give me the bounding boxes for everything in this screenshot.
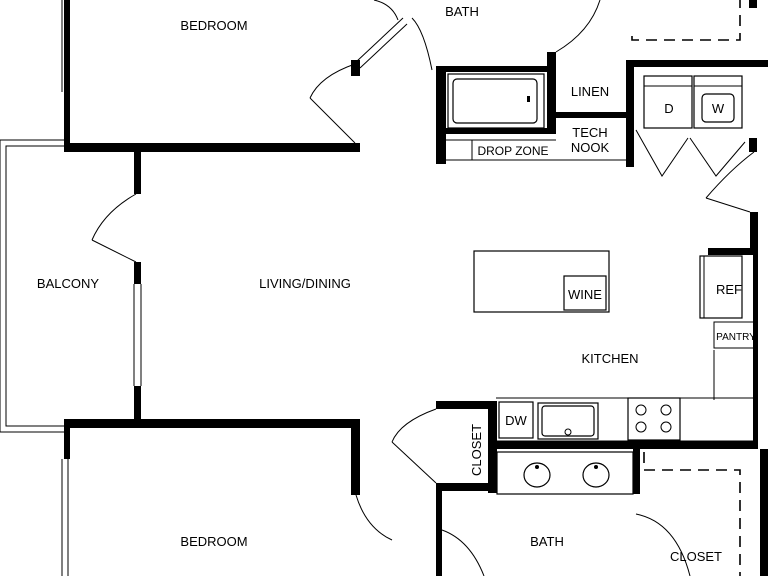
wall-segment bbox=[753, 248, 758, 448]
wall-segment bbox=[708, 248, 758, 255]
label-closet-bottom: CLOSET bbox=[670, 549, 722, 564]
wall-segment bbox=[64, 419, 360, 428]
wall-segment bbox=[64, 143, 360, 152]
walls bbox=[64, 0, 768, 576]
wall-segment bbox=[134, 152, 141, 194]
dishwasher bbox=[498, 401, 534, 439]
wall-segment bbox=[547, 112, 632, 118]
cooktop bbox=[627, 397, 681, 441]
refrigerator bbox=[699, 255, 743, 319]
wall-segment bbox=[633, 449, 640, 494]
kitchen-sink bbox=[537, 402, 599, 440]
wall-segment bbox=[134, 386, 141, 420]
wall-segment bbox=[436, 401, 497, 409]
wall-segment bbox=[64, 419, 70, 459]
wall-segment bbox=[749, 138, 757, 152]
drop-zone-cabinet bbox=[446, 139, 556, 161]
label-tech-nook-line1: TECH bbox=[572, 125, 607, 140]
wall-segment bbox=[351, 419, 360, 495]
kitchen-counter bbox=[496, 350, 753, 442]
label-bedroom-bottom: BEDROOM bbox=[180, 534, 247, 549]
label-balcony: BALCONY bbox=[37, 276, 99, 291]
label-bath-top: BATH bbox=[445, 4, 479, 19]
wall-segment bbox=[436, 491, 442, 576]
wall-segment bbox=[750, 212, 758, 250]
bathtub bbox=[447, 73, 545, 129]
label-drop-zone: DROP ZONE bbox=[477, 144, 548, 158]
wall-segment bbox=[626, 60, 768, 67]
kitchen-island bbox=[473, 250, 610, 313]
label-bedroom-top: BEDROOM bbox=[180, 18, 247, 33]
wall-segment bbox=[436, 483, 497, 491]
wall-segment bbox=[64, 0, 70, 152]
wall-segment bbox=[626, 60, 634, 167]
dryer bbox=[643, 75, 693, 129]
room-labels: BEDROOM BATH LINEN TECH NOOK DROP ZONE D… bbox=[37, 4, 756, 564]
washer bbox=[693, 75, 743, 129]
label-ref: REF bbox=[716, 282, 742, 297]
label-tech-nook-line2: NOOK bbox=[571, 140, 610, 155]
wall-segment bbox=[446, 128, 556, 134]
wall-segment bbox=[490, 441, 758, 449]
wall-segment bbox=[436, 66, 555, 72]
label-linen: LINEN bbox=[571, 84, 609, 99]
bath-vanity bbox=[496, 451, 634, 495]
wall-segment bbox=[134, 262, 141, 284]
dashed-closet-lines bbox=[631, 0, 741, 576]
label-wine: WINE bbox=[568, 287, 602, 302]
label-washer: W bbox=[712, 101, 725, 116]
wall-segment bbox=[749, 0, 757, 8]
wall-segment bbox=[351, 60, 360, 76]
windows bbox=[61, 0, 142, 576]
label-closet-vertical: CLOSET bbox=[469, 424, 484, 476]
wall-segment bbox=[547, 52, 556, 134]
label-dw: DW bbox=[505, 413, 527, 428]
label-dryer: D bbox=[664, 101, 673, 116]
wall-segment bbox=[760, 449, 768, 576]
wall-segment bbox=[436, 66, 446, 164]
label-living-dining: LIVING/DINING bbox=[259, 276, 351, 291]
label-pantry: PANTRY bbox=[716, 332, 756, 343]
doors bbox=[91, 0, 755, 576]
label-kitchen: KITCHEN bbox=[581, 351, 638, 366]
balcony-railing bbox=[0, 139, 64, 433]
label-bath-bottom: BATH bbox=[530, 534, 564, 549]
